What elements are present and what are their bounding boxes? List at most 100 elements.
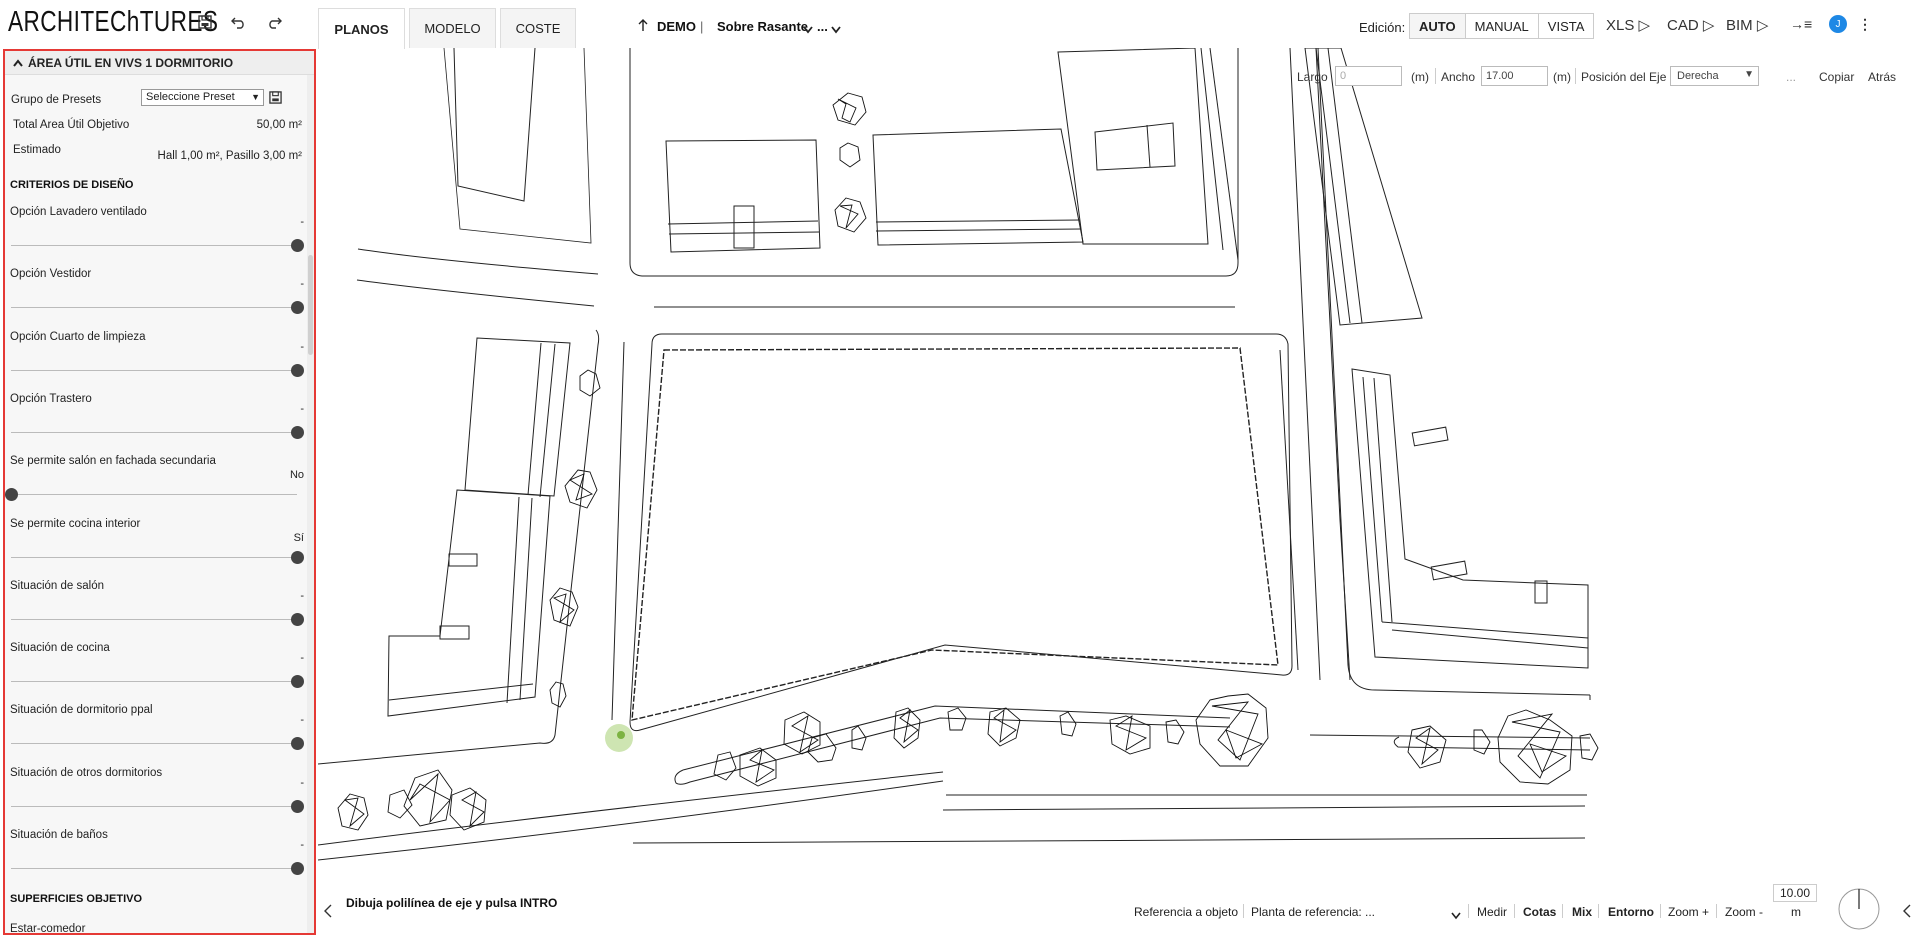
separator <box>1660 904 1661 918</box>
presets-select[interactable]: Seleccione Preset ▼ <box>141 89 264 106</box>
estimado-value: Hall 1,00 m², Pasillo 3,00 m² <box>157 150 302 162</box>
arrow-up-icon[interactable] <box>638 18 648 37</box>
tree <box>1407 725 1447 769</box>
avatar[interactable]: J <box>1829 15 1847 33</box>
trees <box>337 92 1599 831</box>
slider-value: - <box>300 402 304 415</box>
largo-input[interactable]: 0 <box>1335 66 1402 86</box>
xls-export-button[interactable]: XLS ▷ <box>1606 16 1650 34</box>
slider-value: - <box>300 652 304 665</box>
project-name[interactable]: DEMO <box>657 19 696 34</box>
tree <box>807 733 837 763</box>
tree <box>1115 715 1148 751</box>
tree <box>1059 711 1077 737</box>
chevron-down-icon[interactable] <box>803 21 813 39</box>
tree <box>834 197 867 233</box>
export-list-icon[interactable]: →≡ <box>1790 16 1813 32</box>
drawing-canvas[interactable] <box>318 48 1917 937</box>
building-outline <box>872 128 1084 246</box>
slider-knob[interactable] <box>5 488 18 502</box>
panel-scrollbar[interactable] <box>307 75 314 933</box>
tab-modelo[interactable]: MODELO <box>409 8 496 48</box>
save-preset-icon[interactable] <box>269 91 282 109</box>
slider-knob[interactable] <box>291 862 304 875</box>
level-dropdown[interactable]: Sobre Rasante <box>717 19 809 34</box>
medir-button[interactable]: Medir <box>1477 905 1508 919</box>
tree <box>713 751 737 781</box>
mode-auto-button[interactable]: AUTO <box>1410 14 1466 38</box>
more-options[interactable]: ... <box>1786 70 1797 84</box>
planta-referencia-select[interactable]: ... <box>1365 905 1375 919</box>
more-dropdown[interactable]: ... <box>817 19 828 34</box>
collapse-right-icon[interactable] <box>1903 904 1911 923</box>
slider-track[interactable] <box>11 556 297 558</box>
slider-track[interactable] <box>11 307 297 309</box>
tab-coste[interactable]: COSTE <box>500 8 576 48</box>
slider-knob[interactable] <box>291 612 304 626</box>
slider-knob[interactable] <box>291 425 304 439</box>
slider-label: Opción Lavadero ventilado <box>10 206 147 218</box>
zoom-in-button[interactable]: Zoom + <box>1668 905 1710 919</box>
undo-icon[interactable] <box>229 12 249 32</box>
separator <box>1468 904 1469 918</box>
entorno-button[interactable]: Entorno <box>1608 905 1654 919</box>
slider-label: Situación de dormitorio ppal <box>10 704 153 717</box>
atras-button[interactable]: Atrás <box>1868 70 1897 84</box>
building-outline <box>665 139 821 253</box>
cotas-button[interactable]: Cotas <box>1523 905 1557 919</box>
posicion-select[interactable]: Derecha ▼ <box>1670 66 1759 86</box>
slider-knob[interactable] <box>291 799 304 813</box>
mode-manual-button[interactable]: MANUAL <box>1466 14 1539 38</box>
posicion-label: Posición del Eje <box>1581 70 1667 84</box>
slider-label: Se permite cocina interior <box>10 517 141 530</box>
collapse-left-icon[interactable] <box>324 904 332 923</box>
copiar-button[interactable]: Copiar <box>1819 70 1855 84</box>
slider-knob[interactable] <box>291 239 304 252</box>
bim-export-button[interactable]: BIM ▷ <box>1726 16 1768 34</box>
cad-export-button[interactable]: CAD ▷ <box>1667 16 1714 34</box>
slider-track[interactable] <box>11 743 297 745</box>
kebab-menu-icon[interactable]: ⋮ <box>1858 16 1872 32</box>
tree <box>1195 693 1269 767</box>
slider-track[interactable] <box>11 868 297 869</box>
criterios-title: CRITERIOS DE DISEÑO <box>10 179 134 191</box>
tree <box>783 711 821 755</box>
command-prompt: Dibuja polilínea de eje y pulsa INTRO <box>346 896 558 910</box>
tree <box>552 593 575 624</box>
panel-title: ÁREA ÚTIL EN VIVS 1 DORMITORIO <box>28 55 234 70</box>
slider-knob[interactable] <box>291 363 304 377</box>
tab-planos[interactable]: PLANOS <box>318 8 405 49</box>
zoom-out-button[interactable]: Zoom - <box>1725 905 1764 919</box>
slider-track[interactable] <box>11 681 297 683</box>
scale-input[interactable]: 10.00 <box>1773 884 1817 902</box>
slider-track[interactable] <box>11 805 297 807</box>
mix-button[interactable]: Mix <box>1572 905 1593 919</box>
mode-vista-button[interactable]: VISTA <box>1547 18 1585 34</box>
chevron-up-icon[interactable] <box>13 58 23 67</box>
slider-track[interactable] <box>11 494 297 496</box>
ancho-input[interactable]: 17.00 <box>1481 66 1548 86</box>
slider-track[interactable] <box>11 618 297 620</box>
tree <box>947 707 967 731</box>
slider-knob[interactable] <box>291 550 304 564</box>
scrollbar-thumb[interactable] <box>308 255 313 355</box>
slider-track[interactable] <box>11 431 297 433</box>
chevron-down-icon[interactable] <box>1451 907 1461 925</box>
separator <box>1598 904 1599 918</box>
slider-track[interactable] <box>11 245 297 246</box>
tree <box>899 708 919 744</box>
referencia-objeto-button[interactable]: Referencia a objeto <box>1134 905 1239 919</box>
panel-header[interactable]: ÁREA ÚTIL EN VIVS 1 DORMITORIO <box>5 51 314 75</box>
slider-knob[interactable] <box>291 737 304 751</box>
tree <box>993 708 1017 743</box>
save-icon[interactable] <box>195 12 215 32</box>
chevron-down-icon[interactable] <box>831 21 841 39</box>
slider-knob[interactable] <box>291 301 304 315</box>
redo-icon[interactable] <box>264 12 284 32</box>
street-line <box>357 248 599 275</box>
slider-track[interactable] <box>11 369 297 371</box>
estar-comedor-label: Estar-comedor <box>10 923 86 935</box>
tree <box>1109 715 1151 755</box>
slider-knob[interactable] <box>291 675 304 689</box>
tree <box>791 715 819 753</box>
